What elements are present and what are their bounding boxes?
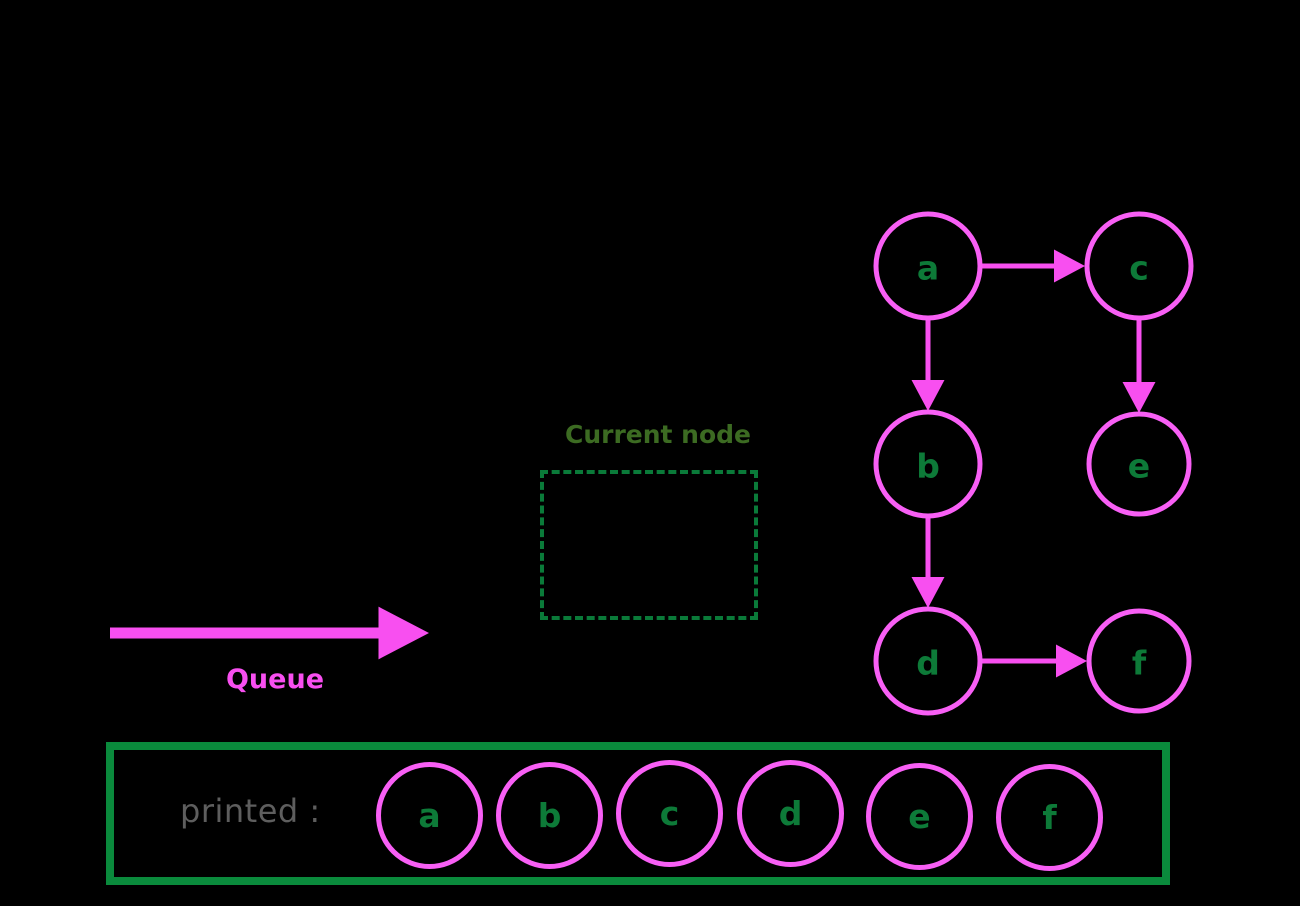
graph-node-c-label: c: [1129, 248, 1149, 288]
printed-chip-e[interactable]: e: [866, 763, 973, 870]
queue-label: Queue: [225, 664, 325, 695]
graph-node-e[interactable]: [1086, 411, 1192, 517]
graph-node-b-label: b: [916, 446, 940, 486]
graph-node-d-label: d: [916, 643, 940, 683]
graph-node-e-label: e: [1127, 446, 1151, 486]
printed-output-box: [106, 742, 1170, 885]
current-node-title: Current node: [564, 420, 752, 449]
printed-chip-b[interactable]: b: [496, 762, 603, 869]
graph-node-d[interactable]: [873, 606, 983, 716]
printed-label: printed :: [180, 792, 321, 830]
current-node-slot[interactable]: [540, 470, 758, 620]
printed-chip-c[interactable]: c: [616, 760, 723, 867]
graph-node-c[interactable]: [1084, 211, 1194, 321]
graph-node-a-label: a: [916, 248, 940, 288]
printed-chip-a[interactable]: a: [376, 762, 483, 869]
printed-chip-d[interactable]: d: [737, 760, 844, 867]
graph-node-a[interactable]: [873, 211, 983, 321]
graph-node-f[interactable]: [1086, 608, 1192, 714]
printed-chip-f[interactable]: f: [996, 764, 1103, 871]
graph-node-f-label: f: [1131, 643, 1147, 683]
graph-node-b[interactable]: [873, 409, 983, 519]
